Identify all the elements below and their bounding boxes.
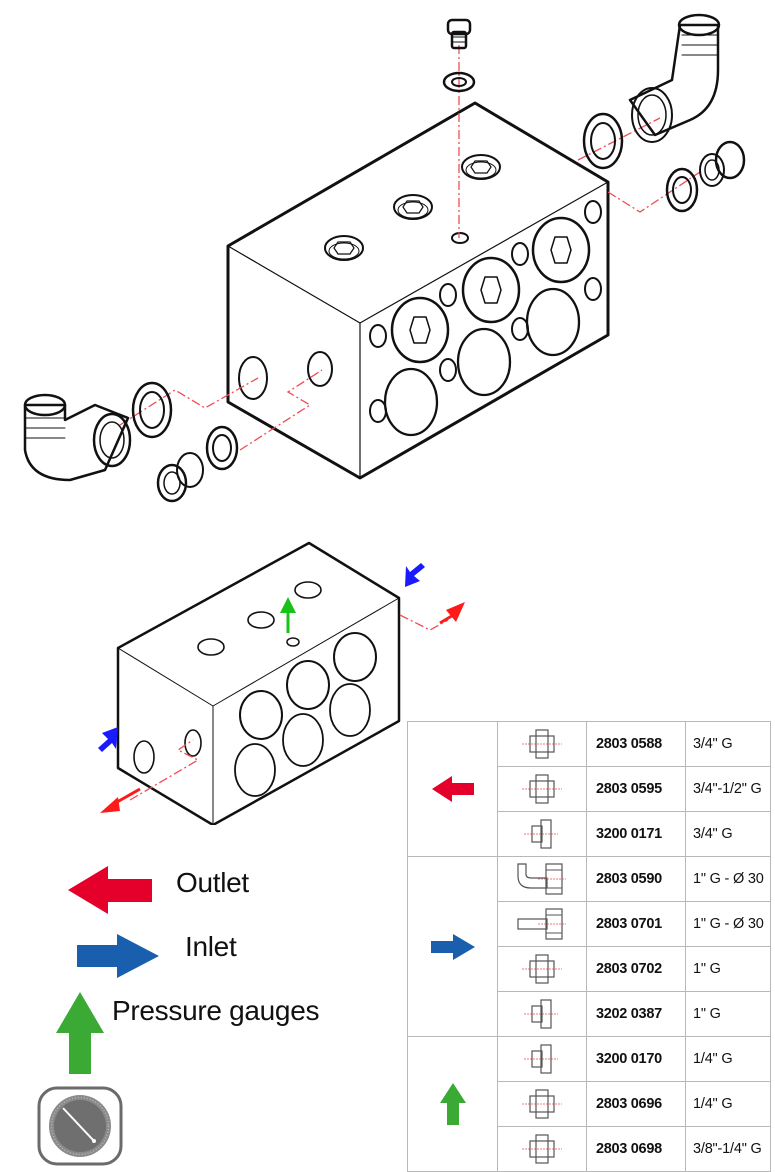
- pressure-gauges-arrow-icon: [56, 992, 104, 1074]
- table-row: 2803 0590 1" G - Ø 30: [407, 856, 771, 1037]
- part-code: 2803 0588: [586, 721, 686, 767]
- assembly-axis-lines: [119, 45, 701, 451]
- seal-ring-right: [665, 167, 699, 213]
- part-size: 3/4" G: [685, 811, 771, 857]
- gauge-port-washer: [442, 71, 476, 93]
- exploded-manifold-diagram: [23, 13, 746, 503]
- part-size: 3/8"-1/4" G: [685, 1126, 771, 1172]
- plug-symbol-icon: [497, 1036, 587, 1082]
- legend-outlet: Outlet: [68, 866, 249, 914]
- top-plug-screw-2: [393, 194, 433, 220]
- table-row: 2803 0701 1" G - Ø 30: [408, 901, 771, 947]
- part-size: 1" G: [685, 946, 771, 992]
- gauge-flow-arrow: [280, 597, 296, 633]
- double-nipple-symbol-icon: [497, 766, 587, 812]
- legend-inlet: Inlet: [77, 931, 237, 978]
- reducing-nipple-right: [699, 140, 746, 187]
- elbow-hose-fitting-top: [628, 13, 721, 143]
- part-size: 1/4" G: [685, 1081, 771, 1127]
- straight-hose-fitting-symbol-icon: [497, 901, 587, 947]
- part-size: 3/4" G: [685, 721, 771, 767]
- legend-pressure-gauges: Pressure gauges: [56, 992, 319, 1074]
- plug-symbol-icon: [497, 991, 587, 1037]
- double-nipple-symbol-icon: [497, 946, 587, 992]
- part-code: 2803 0696: [586, 1081, 686, 1127]
- side-port-1: [238, 356, 268, 400]
- parts-table: 2803 0588 3/4" G 2803 0595 3/4"-1/2" G 3…: [407, 721, 771, 1172]
- part-size: 1" G - Ø 30: [685, 856, 771, 902]
- part-size: 1/4" G: [685, 1036, 771, 1082]
- plug-symbol-icon: [497, 811, 587, 857]
- seal-ring-lower-left: [205, 425, 239, 471]
- outlet-arrow-icon: [68, 866, 152, 914]
- inlet-flow-arrow-right: [405, 563, 425, 587]
- part-code: 2803 0701: [586, 901, 686, 947]
- part-code: 3202 0387: [586, 991, 686, 1037]
- pressure-gauges-arrow-icon: [439, 1083, 466, 1125]
- group-cell-outlet: [407, 721, 498, 857]
- gauge-port-screw: [446, 18, 472, 50]
- table-row: 3202 0387 1" G: [408, 991, 771, 1037]
- table-row: 2803 0595 3/4"-1/2" G: [408, 766, 771, 812]
- manifold-block: [226, 101, 610, 480]
- side-port-2: [307, 351, 333, 387]
- gauge-port-hole: [451, 232, 469, 244]
- flow-direction-diagram: [98, 541, 465, 825]
- elbow-hose-fitting-left: [23, 393, 132, 482]
- pressure-gauge-icon: [37, 1086, 123, 1166]
- inlet-arrow-icon: [77, 934, 159, 978]
- part-size: 3/4"-1/2" G: [685, 766, 771, 812]
- inlet-flow-arrow-left: [98, 727, 118, 752]
- group-cell-inlet: [407, 856, 498, 1037]
- table-row: 2803 0588 3/4" G: [407, 721, 771, 857]
- top-plug-screw-3: [461, 154, 501, 180]
- part-code: 2803 0590: [586, 856, 686, 902]
- part-size: 1" G: [685, 991, 771, 1037]
- outlet-flow-arrow-left: [100, 787, 141, 813]
- part-code: 2803 0595: [586, 766, 686, 812]
- legend-label-outlet: Outlet: [176, 867, 249, 898]
- outlet-arrow-icon: [431, 776, 474, 802]
- front-port-plugs: [369, 200, 602, 437]
- reducing-nipple-left: [156, 452, 204, 503]
- part-size: 1" G - Ø 30: [685, 901, 771, 947]
- legend-label-pressure-gauges: Pressure gauges: [112, 995, 320, 1026]
- part-code: 3200 0171: [586, 811, 686, 857]
- table-row: 2803 0696 1/4" G: [408, 1081, 771, 1127]
- table-row: 2803 0702 1" G: [408, 946, 771, 992]
- double-nipple-symbol-icon: [497, 1081, 587, 1127]
- part-code: 3200 0170: [586, 1036, 686, 1082]
- outlet-flow-arrow-right: [439, 602, 465, 625]
- part-code: 2803 0702: [586, 946, 686, 992]
- top-plug-screw-1: [324, 235, 364, 261]
- seal-ring-top-right: [582, 112, 624, 170]
- double-nipple-symbol-icon: [497, 1126, 587, 1172]
- part-code: 2803 0698: [586, 1126, 686, 1172]
- seal-ring-left: [131, 381, 173, 439]
- double-nipple-symbol-icon: [497, 721, 587, 767]
- manifold-block-small: [116, 541, 401, 825]
- legend-label-inlet: Inlet: [185, 931, 237, 962]
- group-cell-pressure-gauges: [407, 1036, 498, 1172]
- inlet-arrow-icon: [430, 933, 475, 960]
- table-row: 3200 0170 1/4" G: [407, 1036, 771, 1172]
- elbow-hose-fitting-symbol-icon: [497, 856, 587, 902]
